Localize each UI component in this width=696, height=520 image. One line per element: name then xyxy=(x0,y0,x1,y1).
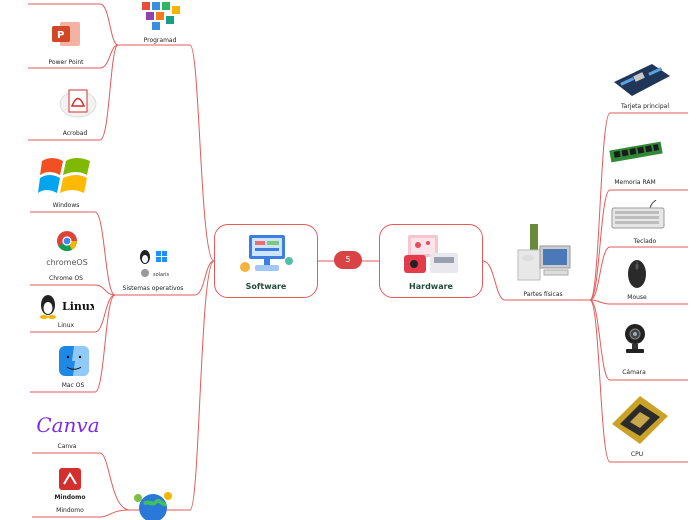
pc-set-icon xyxy=(517,224,571,281)
hardware-title: Hardware xyxy=(409,282,453,291)
mouse-label[interactable]: Mouse xyxy=(627,294,647,301)
acrobat-icon[interactable] xyxy=(58,84,98,120)
svg-text:P: P xyxy=(57,30,64,41)
linux-wordmark: Linux xyxy=(62,300,94,313)
ram-icon[interactable] xyxy=(608,138,664,164)
link-count-badge[interactable]: 5 xyxy=(334,251,362,269)
motherboard-label[interactable]: Tarjeta principal xyxy=(621,103,669,110)
chromeos-label[interactable]: Chrome OS xyxy=(49,275,83,282)
software-illustration-icon xyxy=(240,235,293,272)
windows-icon[interactable] xyxy=(38,153,94,199)
software-node[interactable]: Software xyxy=(214,224,318,298)
keyboard-icon[interactable] xyxy=(610,200,666,230)
canva-wordmark: Canva xyxy=(36,413,99,437)
os-logos-icon: solaris xyxy=(140,250,170,278)
powerpoint-icon[interactable]: P xyxy=(50,20,82,48)
keyboard-label[interactable]: Teclado xyxy=(633,238,657,245)
hardware-node[interactable]: Hardware xyxy=(379,224,483,298)
canva-label[interactable]: Canva xyxy=(57,443,77,450)
macos-label[interactable]: Mac OS xyxy=(61,382,85,389)
globe-tools-icon xyxy=(134,492,172,520)
os-label[interactable]: Sistemas operativos xyxy=(122,285,184,292)
chromeos-icon[interactable]: chromeOS xyxy=(42,229,92,269)
cpu-icon[interactable] xyxy=(606,394,670,446)
cpu-label[interactable]: CPU xyxy=(630,451,644,458)
motherboard-icon[interactable] xyxy=(608,62,672,98)
hardware-illustration-icon xyxy=(404,235,458,273)
software-title: Software xyxy=(245,282,287,291)
mindomo-logo-icon[interactable]: Mindomo xyxy=(50,466,90,502)
mindomo-wordmark: Mindomo xyxy=(54,494,85,501)
linux-icon[interactable]: Linux xyxy=(38,293,94,321)
programs-apps-icon xyxy=(142,2,180,30)
windows-label[interactable]: Windows xyxy=(52,202,80,209)
acrobat-label[interactable]: Acrobad xyxy=(62,130,88,137)
webcam-icon[interactable] xyxy=(620,322,650,356)
physical-parts-label[interactable]: Partes físicas xyxy=(523,291,563,298)
chromeos-wordmark: chromeOS xyxy=(46,258,88,267)
macos-finder-icon[interactable] xyxy=(58,345,90,377)
ram-label[interactable]: Memoria RAM xyxy=(614,179,656,186)
canva-logo-icon[interactable]: Canva xyxy=(36,410,100,438)
mindomo-label[interactable]: Mindomo xyxy=(56,507,84,514)
camera-label[interactable]: Cámara xyxy=(622,369,646,376)
powerpoint-label[interactable]: Power Point xyxy=(48,59,84,66)
mouse-icon[interactable] xyxy=(626,258,648,290)
programs-label[interactable]: Programad xyxy=(143,37,177,44)
solaris-text: solaris xyxy=(153,272,170,278)
linux-label[interactable]: Linux xyxy=(57,322,75,329)
